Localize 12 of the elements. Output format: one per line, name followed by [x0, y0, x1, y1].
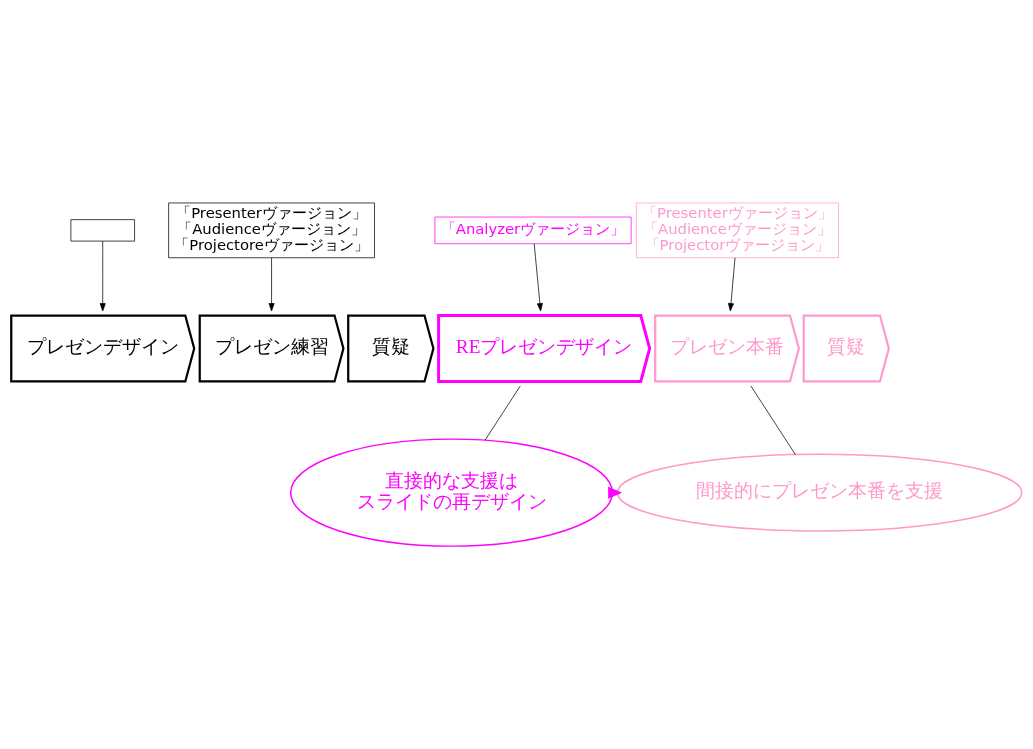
connector — [750, 385, 796, 455]
node-box: 「Presenterヴァージョン」 「Audienceヴァージョン」 「Projectoreヴァージョン」 — [168, 202, 375, 259]
arrow — [268, 257, 275, 312]
node-box: 「Presenterヴァージョン」 「Audienceヴァージョン」 「Projectorヴァージョン」 — [635, 202, 839, 259]
arrow — [728, 257, 736, 312]
connector — [484, 385, 521, 441]
arrow — [99, 240, 106, 312]
node-box — [70, 219, 135, 242]
arrow — [608, 486, 623, 499]
node-box: 「Analyzerヴァージョン」 — [434, 216, 632, 245]
node-ellipse: 間接的にプレゼン本番を支援 — [616, 453, 1023, 532]
arrow — [533, 243, 543, 312]
